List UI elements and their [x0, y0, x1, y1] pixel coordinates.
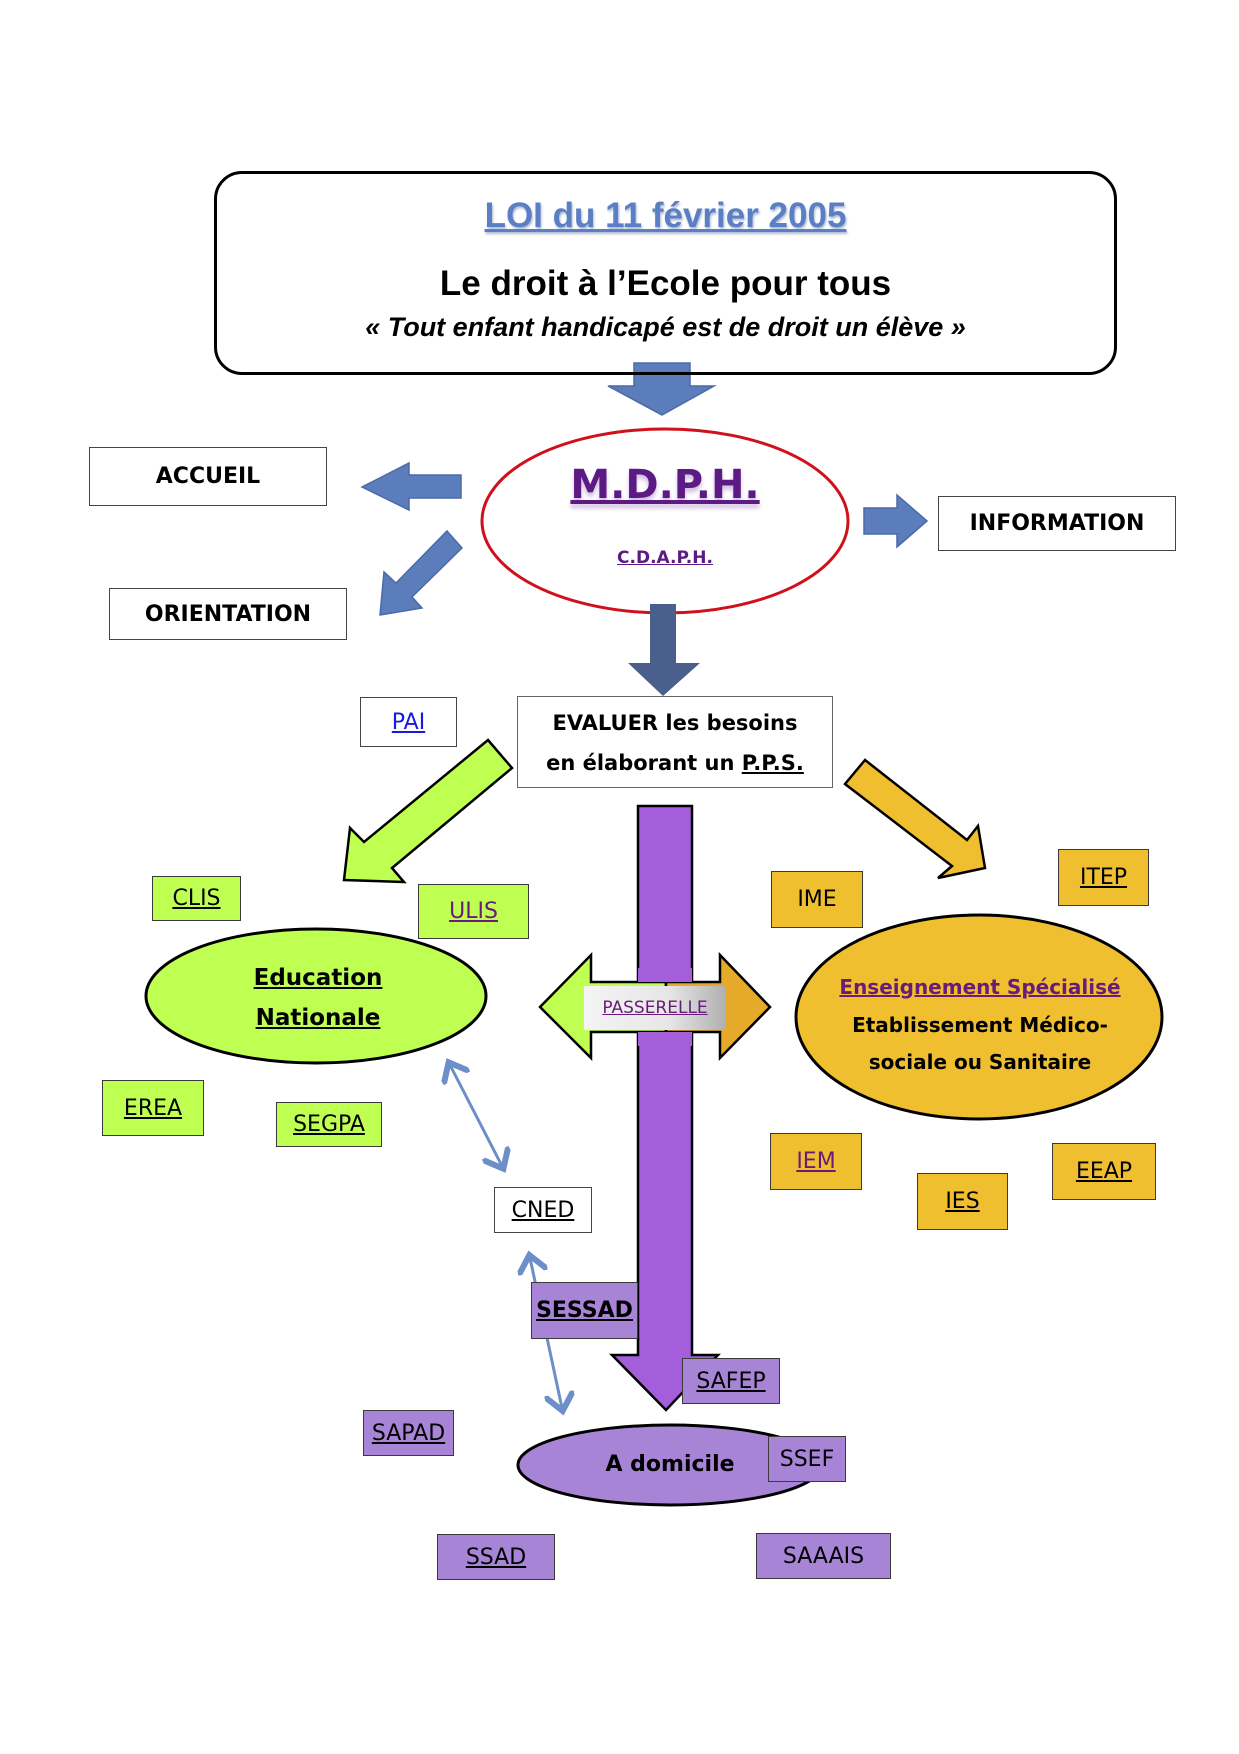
ime-label: IME — [797, 887, 837, 912]
itep-link[interactable]: ITEP — [1079, 865, 1128, 890]
sessad-link[interactable]: SESSAD — [536, 1298, 633, 1323]
arrow-to-evaluer — [628, 604, 700, 696]
domicile-label: A domicile — [605, 1452, 735, 1477]
iem-box: IEM — [770, 1133, 862, 1190]
iem-link[interactable]: IEM — [796, 1149, 836, 1174]
ies-box: IES — [917, 1173, 1008, 1230]
law-quote: « Tout enfant handicapé est de droit un … — [365, 312, 966, 342]
ulis-box: ULIS — [418, 884, 529, 939]
sessad-box: SESSAD — [531, 1282, 638, 1339]
orientation-box: ORIENTATION — [109, 588, 347, 640]
eeap-box: EEAP — [1052, 1143, 1156, 1200]
etablissement-label: Etablissement Médico- sociale ou Sanitai… — [852, 1013, 1108, 1074]
sapad-link[interactable]: SAPAD — [371, 1420, 446, 1446]
law-header-box: LOI du 11 février 2005 Le droit à l’Ecol… — [214, 171, 1117, 375]
information-box: INFORMATION — [938, 496, 1176, 551]
clis-box: CLIS — [152, 876, 241, 921]
passerelle-link[interactable]: PASSERELLE — [584, 986, 726, 1030]
itep-box: ITEP — [1058, 849, 1149, 906]
safep-link[interactable]: SAFEP — [696, 1368, 766, 1394]
pai-box: PAI — [360, 697, 457, 747]
ssad-box: SSAD — [437, 1534, 555, 1580]
erea-link[interactable]: EREA — [123, 1095, 183, 1121]
arrow-to-information — [863, 493, 929, 549]
arrow-to-accueil — [360, 461, 462, 512]
law-title: LOI du 11 février 2005 — [484, 196, 847, 235]
evaluer-box: EVALUER les besoins en élaborant un P.P.… — [517, 696, 833, 788]
saaais-box: SAAAIS — [756, 1533, 891, 1579]
arrow-to-orientation — [379, 529, 464, 616]
pps-link[interactable]: P.P.S. — [741, 751, 804, 775]
eeap-link[interactable]: EEAP — [1075, 1159, 1133, 1184]
pai-link[interactable]: PAI — [391, 709, 426, 735]
segpa-box: SEGPA — [276, 1102, 382, 1147]
erea-box: EREA — [102, 1080, 204, 1136]
double-arrow-edu-cned — [450, 1065, 502, 1166]
cned-link[interactable]: CNED — [511, 1197, 575, 1223]
safep-box: SAFEP — [682, 1358, 780, 1404]
sapad-box: SAPAD — [363, 1410, 454, 1456]
segpa-link[interactable]: SEGPA — [293, 1112, 365, 1137]
ssad-link[interactable]: SSAD — [465, 1544, 527, 1570]
arrow-to-education-nationale — [342, 738, 514, 884]
ies-link[interactable]: IES — [945, 1189, 980, 1214]
enseignement-specialise-link[interactable]: Enseignement Spécialisé — [839, 975, 1121, 999]
enseignement-specialise-ellipse — [794, 913, 1164, 1121]
ssef-box: SSEF — [768, 1436, 846, 1482]
cned-box: CNED — [494, 1187, 592, 1233]
education-nationale-ellipse — [144, 927, 488, 1065]
arrow-to-enseignement-specialise — [843, 758, 987, 880]
arrow-down-to-mdph — [607, 362, 717, 416]
cdaph-link[interactable]: C.D.A.P.H. — [617, 548, 713, 568]
law-subtitle: Le droit à l’Ecole pour tous — [439, 264, 892, 303]
saaais-label: SAAAIS — [782, 1543, 865, 1569]
ulis-link[interactable]: ULIS — [449, 899, 498, 924]
evaluer-line2: en élaborant un P.P.S. — [546, 751, 804, 775]
evaluer-line1: EVALUER les besoins — [552, 711, 798, 735]
ssef-label: SSEF — [779, 1446, 835, 1472]
education-nationale-label[interactable]: Education Nationale — [253, 965, 383, 1031]
mdph-ellipse — [480, 427, 850, 615]
ime-box: IME — [771, 871, 863, 928]
mdph-title: M.D.P.H. — [570, 462, 760, 508]
accueil-box: ACCUEIL — [89, 447, 327, 506]
clis-link[interactable]: CLIS — [172, 886, 221, 911]
